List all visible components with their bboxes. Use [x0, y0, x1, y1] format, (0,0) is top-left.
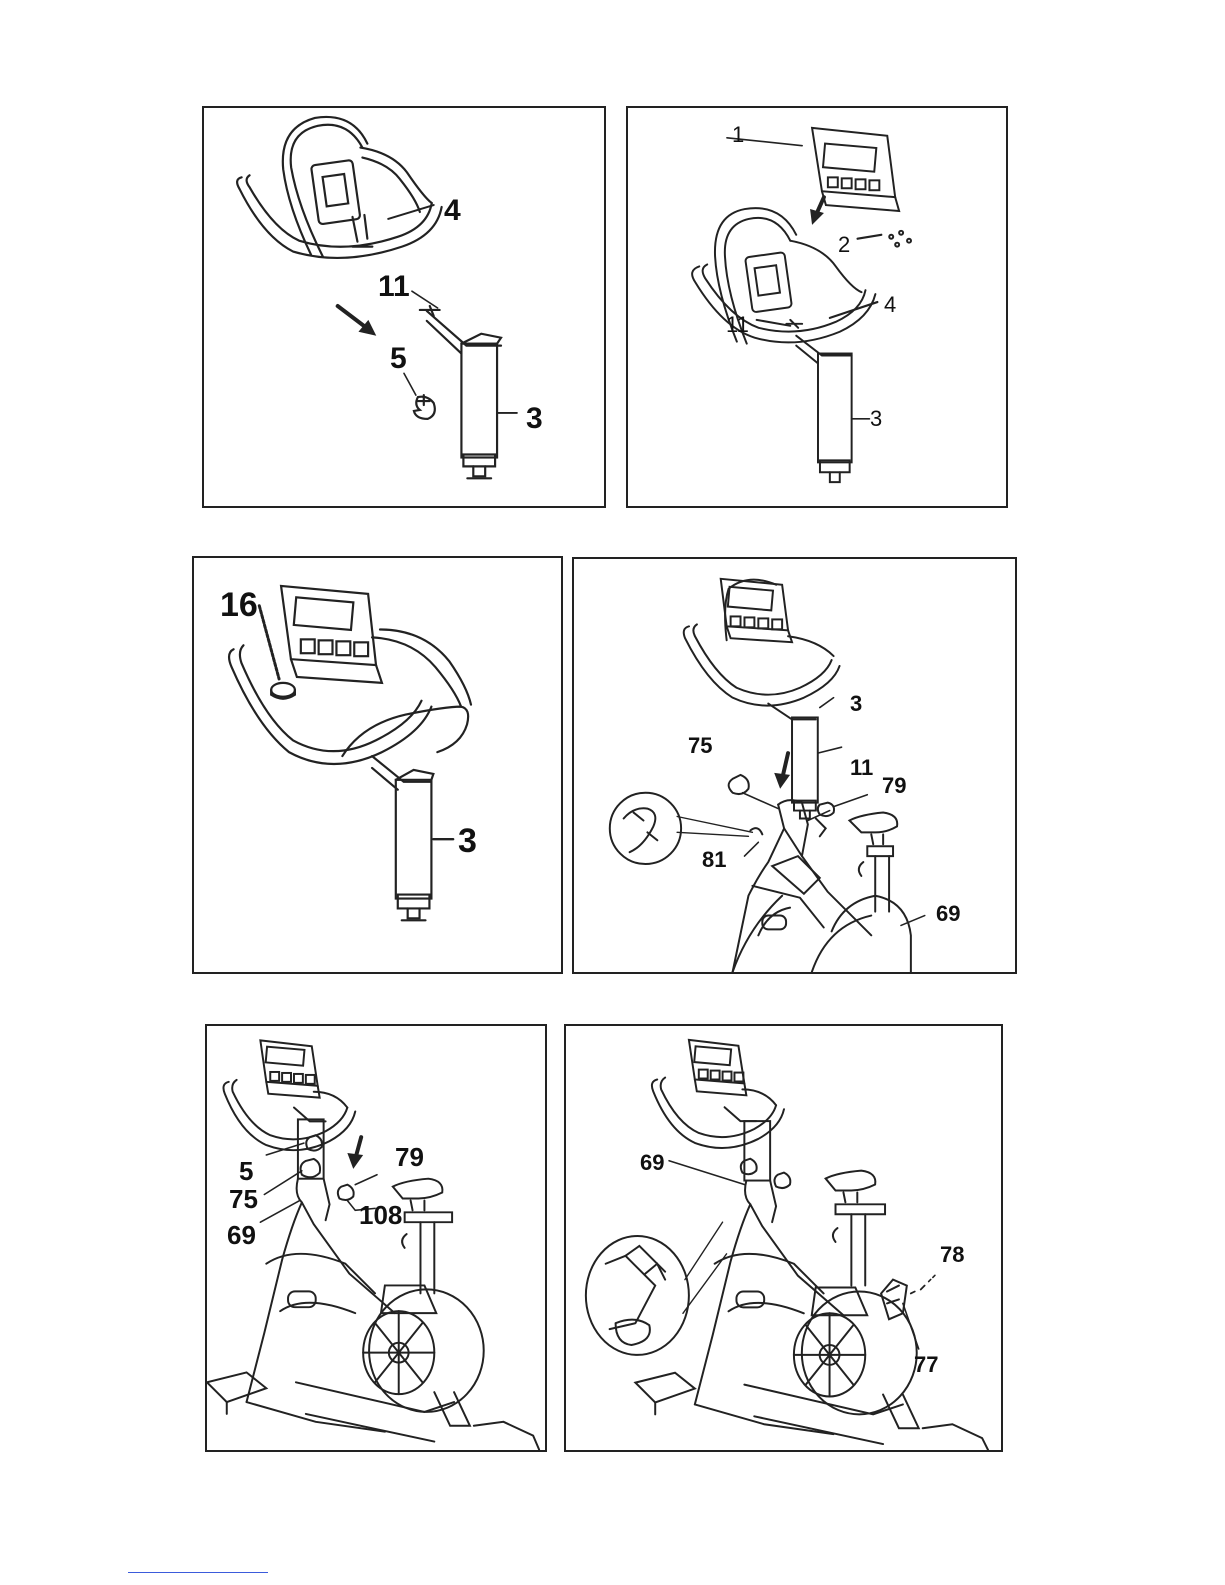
assembly-step-2-panel: 1 2 4 11 3	[626, 106, 1008, 508]
part-label-5: 5	[239, 1158, 253, 1184]
assembly-step-1-panel: 4 11 5 3	[202, 106, 606, 508]
assembly-step-6-panel: 69 78 77	[564, 1024, 1003, 1452]
part-label-75: 75	[229, 1186, 258, 1212]
part-label-75: 75	[688, 735, 712, 757]
part-label-11: 11	[726, 314, 749, 336]
assembly-step-4-panel: 3 75 11 79 81 69	[572, 557, 1017, 974]
part-label-79: 79	[882, 775, 906, 797]
part-label-3: 3	[870, 408, 882, 430]
part-label-78: 78	[940, 1244, 964, 1266]
assembly-step-3-panel: 16 3	[192, 556, 563, 974]
part-label-3: 3	[850, 693, 862, 715]
part-label-108: 108	[359, 1202, 402, 1228]
handlebar-and-post-diagram	[204, 108, 604, 506]
part-label-4: 4	[884, 294, 896, 316]
part-label-2: 2	[838, 234, 850, 256]
part-label-79: 79	[395, 1144, 424, 1170]
knob-tightening-diagram	[207, 1026, 545, 1450]
assembly-step-5-panel: 5 79 75 108 69	[205, 1024, 547, 1452]
cover-and-bottle-holder-diagram	[566, 1026, 1001, 1450]
part-label-81: 81	[702, 849, 726, 871]
part-label-77: 77	[914, 1354, 938, 1376]
part-label-3: 3	[526, 404, 543, 434]
part-label-69: 69	[936, 903, 960, 925]
footer-rule	[128, 1572, 268, 1573]
part-label-5: 5	[390, 344, 407, 374]
part-label-11: 11	[850, 757, 873, 779]
part-label-3: 3	[458, 824, 477, 858]
part-label-1: 1	[732, 124, 744, 146]
part-label-69: 69	[227, 1222, 256, 1248]
part-label-4: 4	[444, 196, 461, 226]
part-label-69: 69	[640, 1152, 664, 1174]
console-mounting-diagram	[628, 108, 1006, 506]
part-label-16: 16	[220, 588, 258, 622]
part-label-11: 11	[378, 272, 410, 302]
